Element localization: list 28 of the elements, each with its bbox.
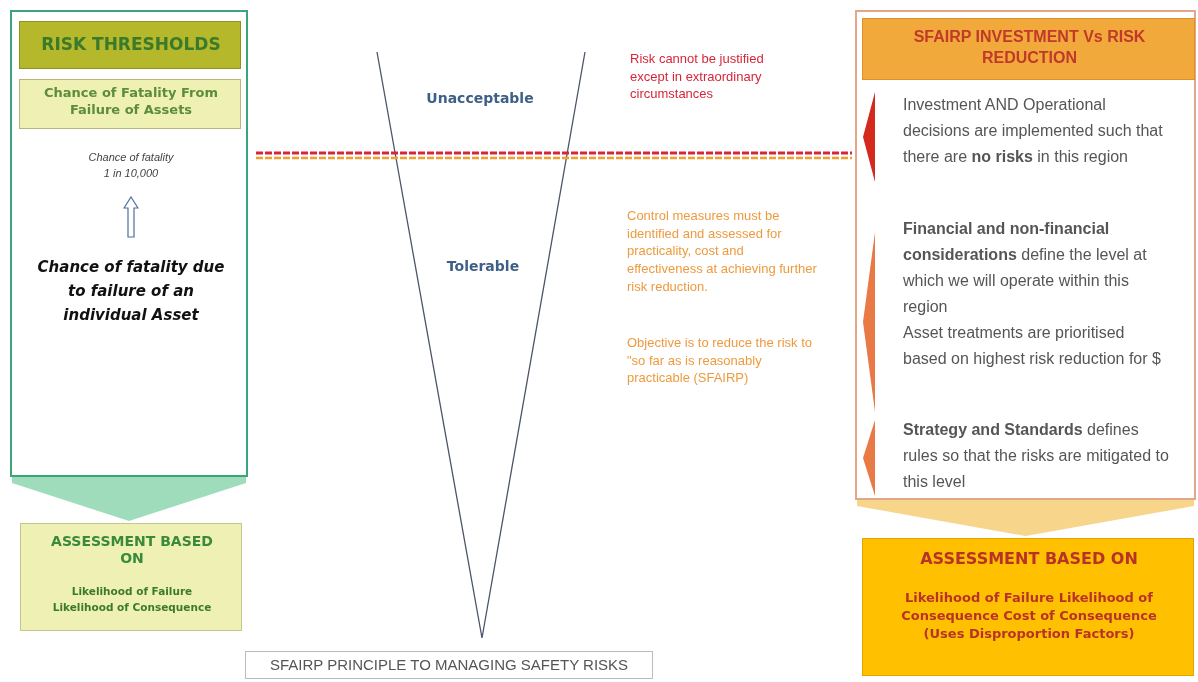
header-text: RISK THRESHOLDS xyxy=(40,34,222,54)
assessment-box xyxy=(862,538,1194,676)
region-description: Investment AND Operational decisions are implemented such that there are no risks in this region xyxy=(903,95,1164,167)
panel xyxy=(855,10,1196,500)
zone-label: Unacceptable xyxy=(425,90,535,106)
zone-note: Objective is to reduce the risk to "so far as is reasonably practicable (SFAIRP) xyxy=(627,334,813,387)
assessment-criteria: Likelihood of Failure Likelihood of Consequence Cost of Consequence (Uses Disproportion Factors) xyxy=(900,589,1158,644)
region-description: Asset treatments are prioritised based on highest risk reduction for $ xyxy=(903,323,1162,369)
region-description: Strategy and Standards defines rules so that the risks are mitigated to this level xyxy=(903,420,1170,492)
header-text: SFAIRP INVESTMENT Vs RISK REDUCTION xyxy=(912,27,1147,68)
zone-note: Control measures must be identified and assessed for practicality, cost and effectiveness at achieving further risk reduction. xyxy=(627,207,818,296)
chevron-arrow xyxy=(12,477,246,521)
subheader-box xyxy=(19,79,241,129)
subheader-text: Chance of Fatality From Failure of Assets xyxy=(43,85,219,119)
assessment-heading: ASSESSMENT BASED ON xyxy=(919,549,1139,568)
chevron-arrow xyxy=(857,500,1194,536)
zone-note: Risk cannot be justified except in extraordinary circumstances xyxy=(630,50,765,103)
threshold-note: Chance of fatality 1 in 10,000 xyxy=(87,150,175,181)
panel xyxy=(10,10,248,477)
region-description: Financial and non-financial considerations define the level at which we will operate within this region xyxy=(903,219,1148,317)
header-box xyxy=(862,18,1195,80)
assessment-box xyxy=(20,523,242,631)
assessment-heading: ASSESSMENT BASED ON xyxy=(50,533,214,567)
description-text: Chance of fatality due to failure of an individual Asset xyxy=(36,257,226,326)
title-box: SFAIRP PRINCIPLE TO MANAGING SAFETY RISKS xyxy=(245,651,653,679)
assessment-criteria: Likelihood of Failure Likelihood of Consequence xyxy=(51,584,213,615)
zone-label: Tolerable xyxy=(445,258,521,274)
header-box xyxy=(19,21,241,69)
